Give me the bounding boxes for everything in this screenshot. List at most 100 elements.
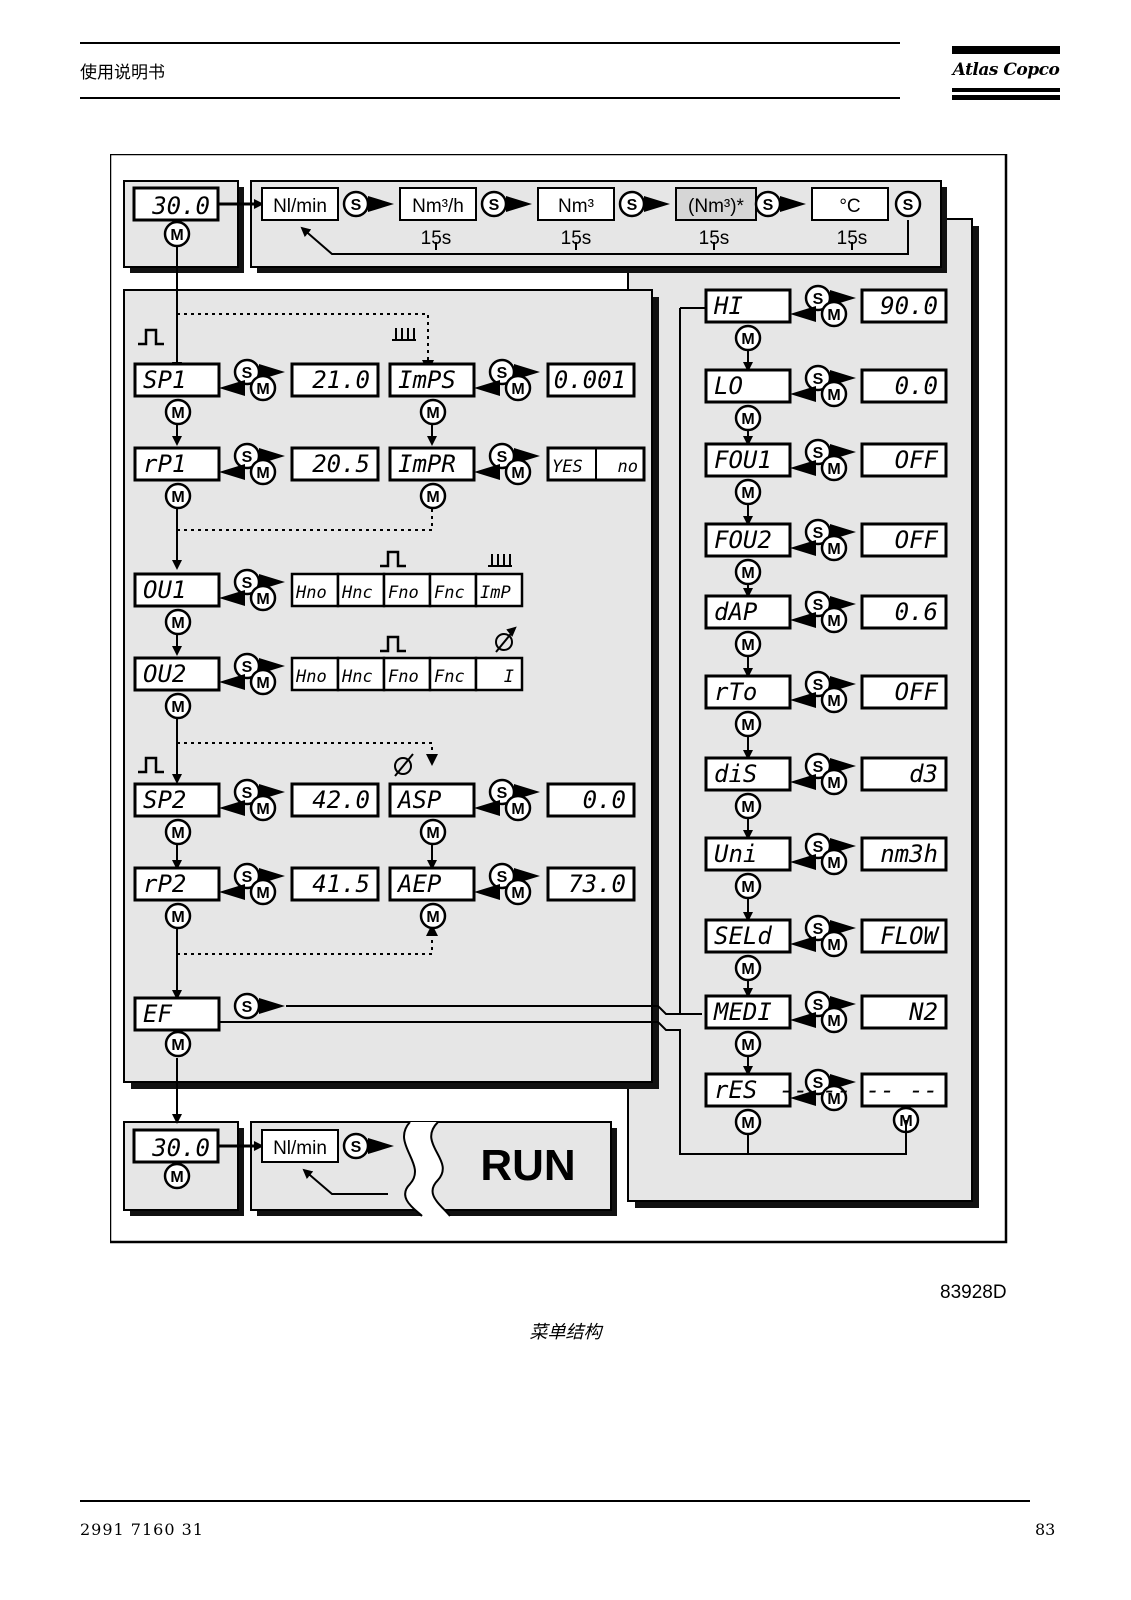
s-button-letter: S <box>242 659 253 676</box>
param-box-ou1-text: OU1 <box>143 576 186 604</box>
param-box-uni-text: Uni <box>714 840 757 868</box>
s-button: S <box>480 190 508 218</box>
m-button: M <box>820 768 848 796</box>
m-button: M <box>734 1108 762 1136</box>
m-button-letter: M <box>511 381 524 398</box>
param-box-dis: diS <box>704 756 792 792</box>
m-button: M <box>734 872 762 900</box>
param-box-rp1-text: rP1 <box>143 450 186 478</box>
m-button: M <box>734 478 762 506</box>
param-box-sp2-text: SP2 <box>143 786 186 814</box>
m-button-letter: M <box>171 825 184 842</box>
m-button: M <box>504 458 532 486</box>
param-box-lo: LO <box>704 368 792 404</box>
m-button: M <box>249 458 277 486</box>
ef-to-right-connector <box>218 307 907 1155</box>
param-box-hi-text: HI <box>713 292 743 320</box>
m-button: M <box>164 1030 192 1058</box>
value-box-asp: 0.0 <box>546 782 636 818</box>
m-button: M <box>249 374 277 402</box>
m-button: M <box>419 818 447 846</box>
param-box-impr: ImPR <box>388 446 476 482</box>
value-box-aep: 73.0 <box>546 866 636 902</box>
m-button-letter: M <box>170 1169 183 1186</box>
m-button-letter: M <box>171 699 184 716</box>
m-button: M <box>504 794 532 822</box>
svg-text:Nl/min: Nl/min <box>273 1138 327 1159</box>
m-button-letter: M <box>741 799 754 816</box>
param-box-res-text: rES <box>714 1076 757 1104</box>
value-box-sp1-text: 21.0 <box>312 366 370 394</box>
option-hno: Hno <box>295 667 327 687</box>
param-box-sp1: SP1 <box>133 362 221 398</box>
value-box-imps: 0.001 <box>546 362 636 398</box>
bottom-return-arrow <box>302 1168 388 1195</box>
m-button: M <box>504 374 532 402</box>
m-button-letter: M <box>741 411 754 428</box>
value-box-res: -- -- -- -- <box>779 1072 948 1108</box>
impulse-output-icon <box>392 328 512 567</box>
param-box-impr-text: ImPR <box>398 450 456 478</box>
m-button-letter: M <box>741 1037 754 1054</box>
m-button-letter: M <box>827 307 840 324</box>
value-box-uni-text: nm3h <box>880 840 938 868</box>
m-button: M <box>734 324 762 352</box>
svg-text:15s: 15s <box>561 228 592 249</box>
param-box-imps-text: ImPS <box>398 366 456 394</box>
m-button: M <box>820 606 848 634</box>
figure-id: 83928D <box>940 1282 1007 1303</box>
m-button: M <box>820 848 848 876</box>
m-button: M <box>504 878 532 906</box>
value-box-fou2: OFF <box>860 522 948 558</box>
s-button: S <box>894 190 922 218</box>
param-box-dap-text: dAP <box>714 598 758 626</box>
param-box-dap: dAP <box>704 594 792 630</box>
param-box-uni: Uni <box>704 836 792 872</box>
s-button: S <box>754 190 782 218</box>
s-button-letter: S <box>242 575 253 592</box>
value-box-fou1: OFF <box>860 442 948 478</box>
m-button-letter: M <box>256 465 269 482</box>
param-box-rp2-text: rP2 <box>143 870 186 898</box>
s-button-letter: S <box>813 445 824 462</box>
m-button-letter: M <box>256 675 269 692</box>
m-button-letter: M <box>741 879 754 896</box>
s-button-letter: S <box>497 785 508 802</box>
value-box-res-text: -- -- -- -- <box>779 1076 938 1104</box>
svg-text:Nm³: Nm³ <box>558 196 594 217</box>
s-button-letter: S <box>903 197 914 214</box>
s-button-letter: S <box>813 371 824 388</box>
m-button-letter: M <box>171 909 184 926</box>
svg-text:Nm³/h: Nm³/h <box>412 196 464 217</box>
s-button: S <box>233 992 261 1020</box>
s-button-letter: S <box>497 869 508 886</box>
m-button-letter: M <box>426 405 439 422</box>
s-button-letter: S <box>351 1139 362 1156</box>
s-button-letter: S <box>813 291 824 308</box>
param-box-rp2: rP2 <box>133 866 221 902</box>
value-box-rp1: 20.5 <box>290 446 380 482</box>
m-button: M <box>164 608 192 636</box>
value-box-aep-text: 73.0 <box>568 870 626 898</box>
m-button: M <box>820 930 848 958</box>
s-button-letter: S <box>489 197 500 214</box>
s-button-letter: S <box>351 197 362 214</box>
m-button-letter: M <box>827 613 840 630</box>
m-button-letter: M <box>741 331 754 348</box>
m-button-letter: M <box>511 801 524 818</box>
m-button-letter: M <box>511 885 524 902</box>
s-button: S <box>233 862 261 890</box>
unit-box-nl-min: Nl/min <box>261 187 339 221</box>
s-button: S <box>618 190 646 218</box>
m-button-letter: M <box>827 461 840 478</box>
param-box-ou1: OU1 <box>133 572 221 608</box>
